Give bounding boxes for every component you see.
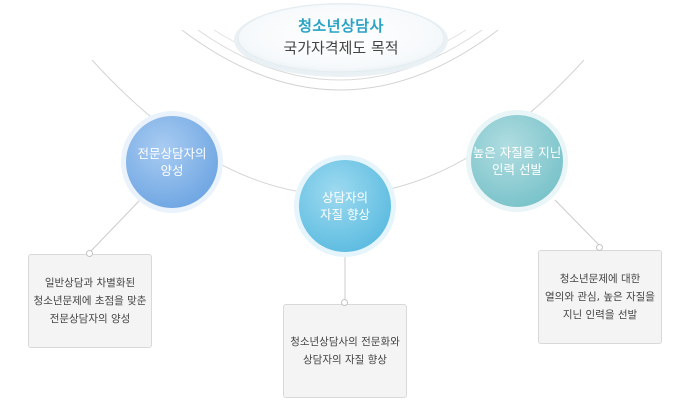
goal-1-line-2: 양성 — [160, 163, 184, 178]
goal-2-line-1: 상담자의 — [321, 190, 368, 205]
goal-circle-3 — [471, 115, 563, 207]
goal-detail-2-line-2: 상담자의 자질 향상 — [303, 354, 387, 366]
title-ellipse — [237, 3, 445, 73]
goal-2-line-2: 자질 향상 — [320, 207, 370, 222]
goal-circle-1-label: 전문상담자의 양성 — [122, 122, 222, 202]
goal-3-line-2: 인력 선발 — [492, 162, 542, 177]
goal-detail-1-line-2: 청소년문제에 초점을 맞춘 — [33, 295, 147, 307]
goal-detail-1: 일반상담과 차별화된 청소년문제에 초점을 맞춘 전문상담자의 양성 — [28, 254, 152, 348]
goal-detail-3: 청소년문제에 대한 열의와 관심, 높은 자질을 지닌 인력을 선발 — [538, 250, 662, 344]
title-arc-middle — [197, 29, 483, 81]
goal-circle-3-label: 높은 자질을 지닌 인력 선발 — [462, 121, 572, 201]
goal-detail-2-line-1: 청소년상담사의 전문화와 — [290, 336, 400, 348]
goal-3-line-1: 높은 자질을 지닌 — [472, 145, 562, 160]
title-sub: 국가자격제도 목적 — [283, 39, 399, 57]
goal-circle-2-label: 상담자의 자질 향상 — [295, 166, 395, 246]
title-arc-outer — [181, 29, 499, 91]
goal-detail-2: 청소년상담사의 전문화와 상담자의 자질 향상 — [283, 304, 407, 398]
connector-left — [89, 199, 141, 253]
goal-detail-3-line-3: 지닌 인력을 선발 — [562, 309, 638, 321]
goal-detail-3-line-2: 열의와 관심, 높은 자질을 — [545, 291, 655, 303]
title-main: 청소년상담사 — [298, 17, 384, 35]
diagram-title: 청소년상담사 국가자격제도 목적 — [238, 2, 444, 72]
goal-detail-3-line-1: 청소년문제에 대한 — [559, 273, 641, 285]
goal-circle-1 — [126, 116, 218, 208]
goal-detail-1-line-3: 전문상담자의 양성 — [49, 313, 131, 325]
connector-dot-3 — [596, 244, 603, 251]
goal-circle-2 — [299, 160, 391, 252]
connector-dot-1 — [86, 250, 93, 257]
connector-dot-2 — [341, 299, 348, 306]
goal-1-line-1: 전문상담자의 — [137, 146, 207, 161]
goal-detail-1-line-1: 일반상담과 차별화된 — [44, 277, 136, 289]
connector-right — [554, 199, 601, 247]
